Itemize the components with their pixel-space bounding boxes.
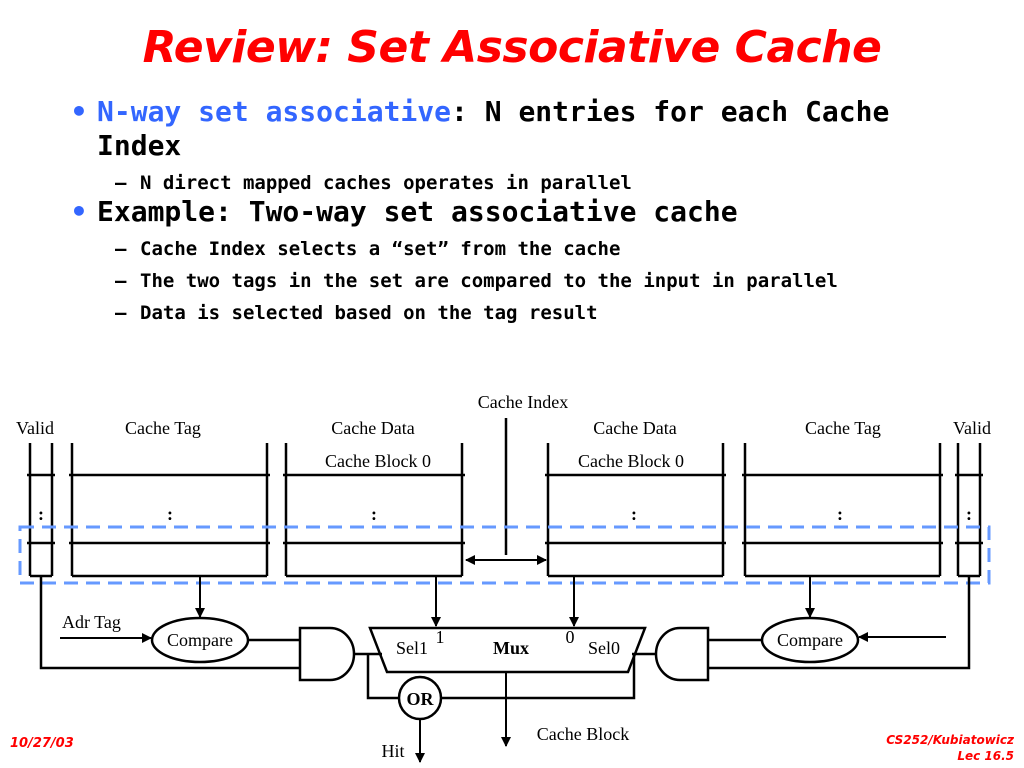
sub-bullet-text: N direct mapped caches operates in paral… [140,172,632,194]
cache-tag-left-label: Cache Tag [125,418,201,438]
footer-lecture: Lec 16.5 [957,749,1014,763]
bullet-list: • N-way set associative: N entries for e… [70,95,970,325]
sub-bullet: – N direct mapped caches operates in par… [70,171,970,195]
sub-bullet: – Data is selected based on the tag resu… [70,301,970,325]
cache-tag-right-label: Cache Tag [805,418,881,438]
selected-set-outline [18,525,991,585]
sel1-label: Sel1 [396,638,428,658]
sub-bullet-text: Cache Index selects a “set” from the cac… [140,238,621,260]
tag-array-right [742,443,943,578]
mux-label: Mux [493,638,529,658]
bullet-dot-icon: • [70,95,88,128]
data-array-left [283,443,465,578]
compare-right-label: Compare [777,630,843,650]
valid-array-right [955,443,983,578]
ellipsis-icon: : [966,504,972,524]
slide-title: Review: Set Associative Cache [142,22,882,73]
input-0-label: 0 [566,627,575,647]
ellipsis-icon: : [837,504,843,524]
or-label: OR [407,689,435,709]
bullet-2: • Example: Two-way set associative cache [70,195,970,229]
dash-icon: – [115,302,127,324]
valid-left-label: Valid [16,418,54,438]
and-gate-right [654,626,710,682]
cache-data-left-label: Cache Data [331,418,414,438]
dash-icon: – [115,270,127,292]
cache-block-right-label: Cache Block 0 [578,451,684,471]
adr-tag-label: Adr Tag [62,612,121,632]
cache-index-label: Cache Index [478,392,568,412]
sub-bullet: – Cache Index selects a “set” from the c… [70,237,970,261]
valid-array-left [27,443,55,578]
data-array-right [545,443,726,578]
bullet-1-highlight: N-way set associative [97,95,452,128]
sub-bullet-text: The two tags in the set are compared to … [140,270,838,292]
sub-bullet-text: Data is selected based on the tag result [140,302,598,324]
cache-block-left-label: Cache Block 0 [325,451,431,471]
sub-bullet: – The two tags in the set are compared t… [70,269,970,293]
hit-label: Hit [381,741,404,761]
cache-data-right-label: Cache Data [593,418,676,438]
input-1-label: 1 [436,627,445,647]
ellipsis-icon: : [631,504,637,524]
footer-course: CS252/Kubiatowicz Lec 16.5 [886,732,1014,764]
bullet-1: • N-way set associative: N entries for e… [70,95,970,163]
valid-right-label: Valid [953,418,991,438]
ellipsis-icon: : [38,504,44,524]
dash-icon: – [115,238,127,260]
footer-course-name: CS252/Kubiatowicz [886,733,1014,747]
bullet-2-text: Example: Two-way set associative cache [97,195,738,228]
cache-block-output-label: Cache Block [537,724,629,744]
footer-date: 10/27/03 [10,736,74,751]
ellipsis-icon: : [371,504,377,524]
sel0-label: Sel0 [588,638,620,658]
and-gate-left [298,626,356,682]
tag-array-left [69,443,270,578]
bullet-dot-icon: • [70,195,88,228]
ellipsis-icon: : [167,504,173,524]
mux [368,626,647,674]
compare-left-label: Compare [167,630,233,650]
dash-icon: – [115,172,127,194]
bullet-1-text: : N entries for each Cache Index [97,95,890,162]
